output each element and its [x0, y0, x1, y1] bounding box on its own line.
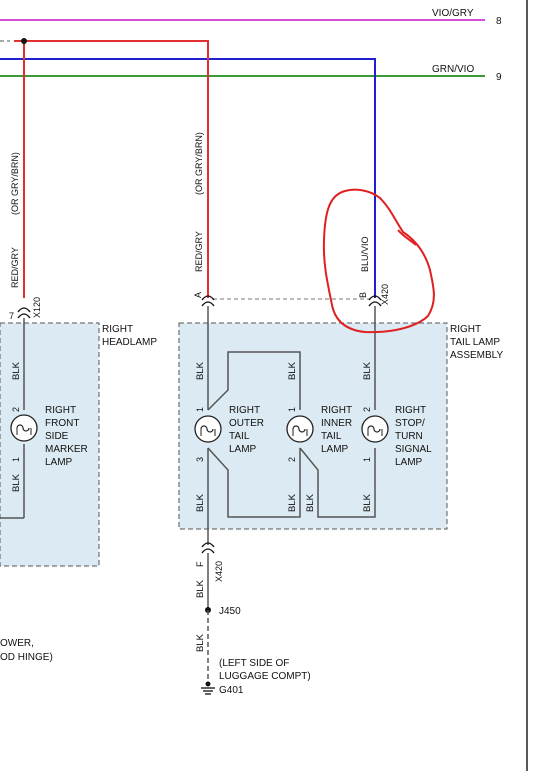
inner-pin-top: 1 — [287, 407, 297, 412]
wire-ground-loop-1 — [207, 447, 301, 518]
stop-label-5: LAMP — [395, 457, 423, 468]
connector-b-bot — [368, 301, 382, 307]
wire-blu-vio-label: BLU/VIO — [360, 236, 370, 272]
wire-grn-vio-pin: 9 — [496, 72, 502, 83]
connector-b-name: X420 — [380, 284, 390, 305]
blk-label-10: BLK — [195, 579, 206, 598]
inner-label-2: INNER — [321, 418, 352, 429]
outer-label-2: OUTER — [229, 418, 264, 429]
connector-x120-bot — [17, 313, 31, 319]
outer-label-4: LAMP — [229, 444, 257, 455]
connector-f-pin: F — [195, 561, 205, 567]
stop-label-1: RIGHT — [395, 405, 426, 416]
marker-label-2: FRONT — [45, 418, 79, 429]
marker-label-1: RIGHT — [45, 405, 76, 416]
connector-a-pin: A — [193, 292, 203, 298]
outer-label-3: TAIL — [229, 431, 250, 442]
blk-label-1: BLK — [11, 361, 22, 380]
stop-turn-lamp-icon — [361, 415, 389, 443]
connector-a-bot — [201, 301, 215, 307]
blk-label-4: BLK — [287, 361, 298, 380]
marker-pin-bot: 1 — [11, 457, 21, 462]
blk-label-5: BLK — [362, 361, 373, 380]
inner-label-1: RIGHT — [321, 405, 352, 416]
left-note-1: OWER, — [0, 638, 34, 649]
wire-vio-gry-pin: 8 — [496, 16, 502, 27]
ground-icon — [201, 681, 215, 695]
headlamp-box — [0, 322, 100, 567]
marker-label-3: SIDE — [45, 431, 69, 442]
connector-f-bot — [201, 548, 215, 554]
outer-tail-lamp-icon — [194, 415, 222, 443]
marker-pin-top: 2 — [11, 407, 21, 412]
connector-a-top — [201, 295, 215, 301]
tail-assembly-title-1: RIGHT — [450, 324, 481, 335]
marker-label-5: LAMP — [45, 457, 73, 468]
wire-red-gry-b — [24, 40, 209, 298]
splice-dot-top — [21, 38, 27, 44]
blk-label-9: BLK — [362, 493, 373, 512]
inner-tail-lamp-icon — [286, 415, 314, 443]
wire-blu-vio — [0, 58, 376, 298]
front-side-marker-lamp-icon — [10, 414, 38, 442]
stop-label-3: TURN — [395, 431, 423, 442]
wire-ground-loop-2 — [299, 447, 376, 518]
blk-label-8: BLK — [305, 493, 316, 512]
outer-pin-bot: 3 — [195, 457, 205, 462]
connector-b-top — [368, 295, 382, 301]
blk-label-3: BLK — [195, 361, 206, 380]
outer-pin-top: 1 — [195, 407, 205, 412]
inner-label-4: LAMP — [321, 444, 349, 455]
blk-label-2: BLK — [11, 473, 22, 492]
stop-pin-top: 2 — [362, 407, 372, 412]
stop-pin-bot: 1 — [362, 457, 372, 462]
left-note-2: OD HINGE) — [0, 652, 53, 663]
connector-b-pin: B — [358, 292, 368, 298]
ground-location-1: (LEFT SIDE OF — [219, 658, 289, 669]
wire-red-gry-b-label: RED/GRY — [194, 231, 204, 272]
connector-x120-pin: 7 — [9, 311, 14, 321]
wire-grn-vio-label: GRN/VIO — [432, 64, 474, 75]
splice-j450-label: J450 — [219, 606, 241, 617]
outer-label-1: RIGHT — [229, 405, 260, 416]
headlamp-title-2: HEADLAMP — [102, 337, 157, 348]
connector-x120-top — [17, 307, 31, 313]
blk-label-7: BLK — [287, 493, 298, 512]
blk-label-11: BLK — [195, 633, 206, 652]
wire-red-gry-b-alt: (OR GRY/BRN) — [194, 132, 204, 195]
hand-drawn-highlight — [322, 188, 435, 334]
tail-assembly-title-2: TAIL LAMP — [450, 337, 500, 348]
wire-red-gry-a-alt: (OR GRY/BRN) — [10, 152, 20, 215]
stop-label-4: SIGNAL — [395, 444, 432, 455]
headlamp-title-1: RIGHT — [102, 324, 133, 335]
connector-x120-name: X120 — [32, 297, 42, 318]
stop-label-2: STOP/ — [395, 418, 425, 429]
tail-assembly-title-3: ASSEMBLY — [450, 350, 503, 361]
wire-vio-gry-label: VIO/GRY — [432, 8, 474, 19]
wire-red-gry-a-label: RED/GRY — [10, 247, 20, 288]
connector-f-top — [201, 542, 215, 548]
hand-drawn-highlight-tail — [397, 229, 417, 246]
ground-g401-label: G401 — [219, 685, 244, 696]
ground-location-2: LUGGAGE COMPT) — [219, 671, 311, 682]
inner-pin-bot: 2 — [287, 457, 297, 462]
blk-label-6: BLK — [195, 493, 206, 512]
marker-label-4: MARKER — [45, 444, 88, 455]
inner-label-3: TAIL — [321, 431, 342, 442]
connector-f-name: X420 — [214, 561, 224, 582]
wire-outer-inner-link — [207, 351, 301, 411]
